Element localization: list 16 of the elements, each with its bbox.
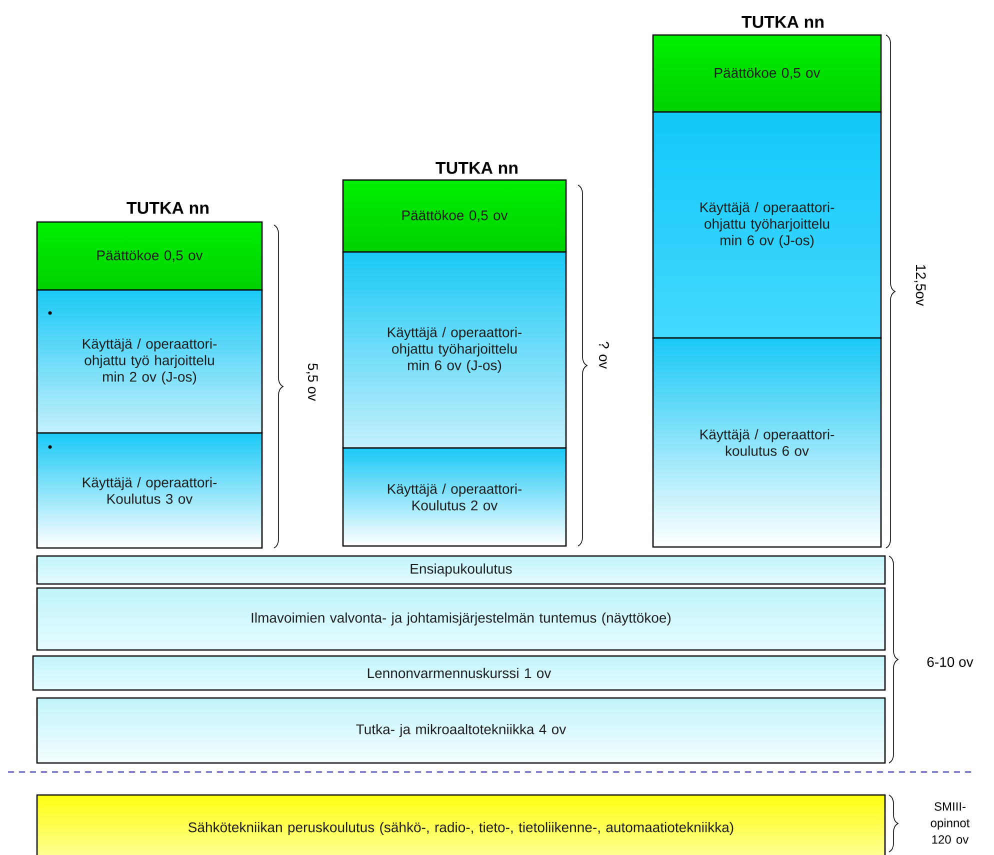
training-box: Käyttäjä / operaattori- Koulutus 3 ov [36,432,263,549]
training-box: Käyttäjä / operaattori- Koulutus 2 ov [342,447,567,547]
course-band: Sähkötekniikan peruskoulutus (sähkö-, radio-, tieto-, tietoliikenne-, automaatiotekniikka) [36,794,886,855]
course-band: Lennonvarmennuskurssi 1 ov [32,655,886,691]
total-label: 12,5ov [914,265,926,306]
course-band: Ensiapukoulutus [36,555,886,585]
total-label: 6-10 ov [927,657,974,667]
exam-box: Päättökoe 0,5 ov [652,34,882,113]
total-label: ? ov [599,342,609,369]
course-band: Ilmavoimien valvonta- ja johtamisjärjestelmän tuntemus (näyttökoe) [36,587,886,651]
exam-box: Päättökoe 0,5 ov [36,221,263,291]
total-label: SMIII- opinnot 120 ov [930,802,970,844]
course-band: Tutka- ja mikroaaltotekniikka 4 ov [36,697,886,764]
total-label: 5,5 ov [306,364,318,401]
exam-box: Päättökoe 0,5 ov [342,179,567,253]
training-box: Käyttäjä / operaattori- koulutus 6 ov [652,337,882,548]
